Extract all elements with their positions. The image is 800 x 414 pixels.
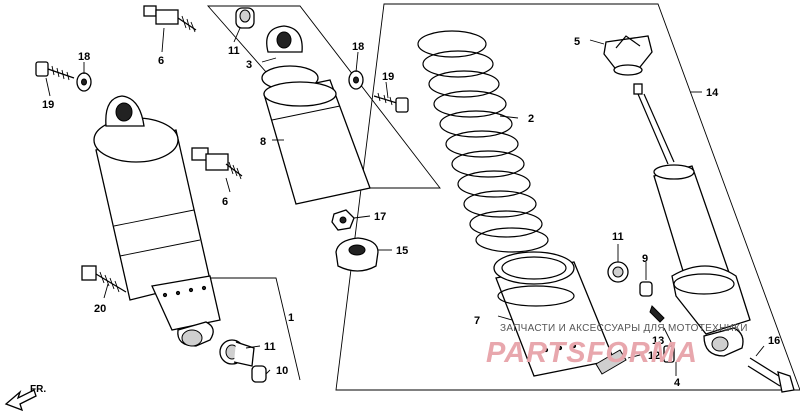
callout-labels: 1 2 3 4 5 6 6 7 8 9 10 11 11 11 12 13 14…: [42, 36, 780, 389]
callout-11a: 11: [228, 45, 240, 57]
callout-11b: 11: [264, 341, 276, 353]
callout-15: 15: [396, 245, 408, 257]
front-direction-indicator: FR.: [4, 384, 46, 412]
bushing-10: [251, 365, 267, 383]
bolt-19-left: [35, 61, 75, 81]
bushing-9: [639, 281, 653, 297]
damper-rod-14: [633, 83, 751, 357]
bolt-20: [81, 265, 127, 293]
callout-13: 13: [652, 335, 664, 347]
callout-5: 5: [574, 36, 580, 48]
callout-19b: 19: [382, 71, 394, 83]
stud-bolt-6-top: [143, 5, 197, 33]
damper-eye-3: [261, 25, 319, 91]
watermark: PARTSFORMA ЗАПЧАСТИ И АКСЕССУАРЫ ДЛЯ МОТ…: [486, 323, 748, 369]
callout-8: 8: [260, 136, 266, 148]
callout-12: 12: [648, 350, 660, 362]
bolt-16: [747, 357, 795, 393]
shock-absorber-assembled: [93, 95, 221, 347]
callout-20: 20: [94, 303, 106, 315]
callout-10: 10: [276, 365, 288, 377]
front-arrow-icon: [4, 389, 37, 412]
callout-1: 1: [288, 312, 294, 324]
callout-6b: 6: [222, 196, 228, 208]
pin-13: [649, 305, 665, 323]
lower-spring-seat-7: [493, 251, 615, 377]
adjuster-cap-5: [603, 35, 653, 76]
watermark-caption: ЗАПЧАСТИ И АКСЕССУАРЫ ДЛЯ МОТОТЕХНИКИ: [500, 323, 748, 334]
callout-16: 16: [768, 335, 780, 347]
collar-11-bottom-left: [219, 339, 255, 367]
leader-lines: [45, 27, 765, 376]
stud-bolt-6-middle: [191, 147, 243, 180]
bracket-part-1: [205, 277, 301, 381]
collar-11-right: [607, 261, 629, 283]
rubber-bushing-15: [335, 237, 379, 272]
front-label: FR.: [30, 384, 46, 395]
callout-4: 4: [674, 377, 681, 389]
callout-18b: 18: [352, 41, 364, 53]
callout-18a: 18: [78, 51, 90, 63]
coil-spring-2: [417, 30, 549, 253]
damper-body-8: [263, 79, 371, 205]
callout-7: 7: [474, 315, 480, 327]
clip-12: [595, 349, 627, 375]
watermark-logo: PARTSFORMA: [486, 337, 698, 369]
callout-2: 2: [528, 113, 534, 125]
callout-14: 14: [706, 87, 719, 99]
callout-6a: 6: [158, 55, 164, 67]
callout-11c: 11: [612, 231, 624, 243]
callout-3: 3: [246, 59, 252, 71]
nut-17: [331, 209, 355, 231]
collar-11-top: [235, 7, 255, 29]
callout-19a: 19: [42, 99, 54, 111]
callout-17: 17: [374, 211, 386, 223]
callout-9: 9: [642, 253, 648, 265]
bolt-19-right: [373, 92, 409, 113]
seal-4: [663, 345, 675, 363]
